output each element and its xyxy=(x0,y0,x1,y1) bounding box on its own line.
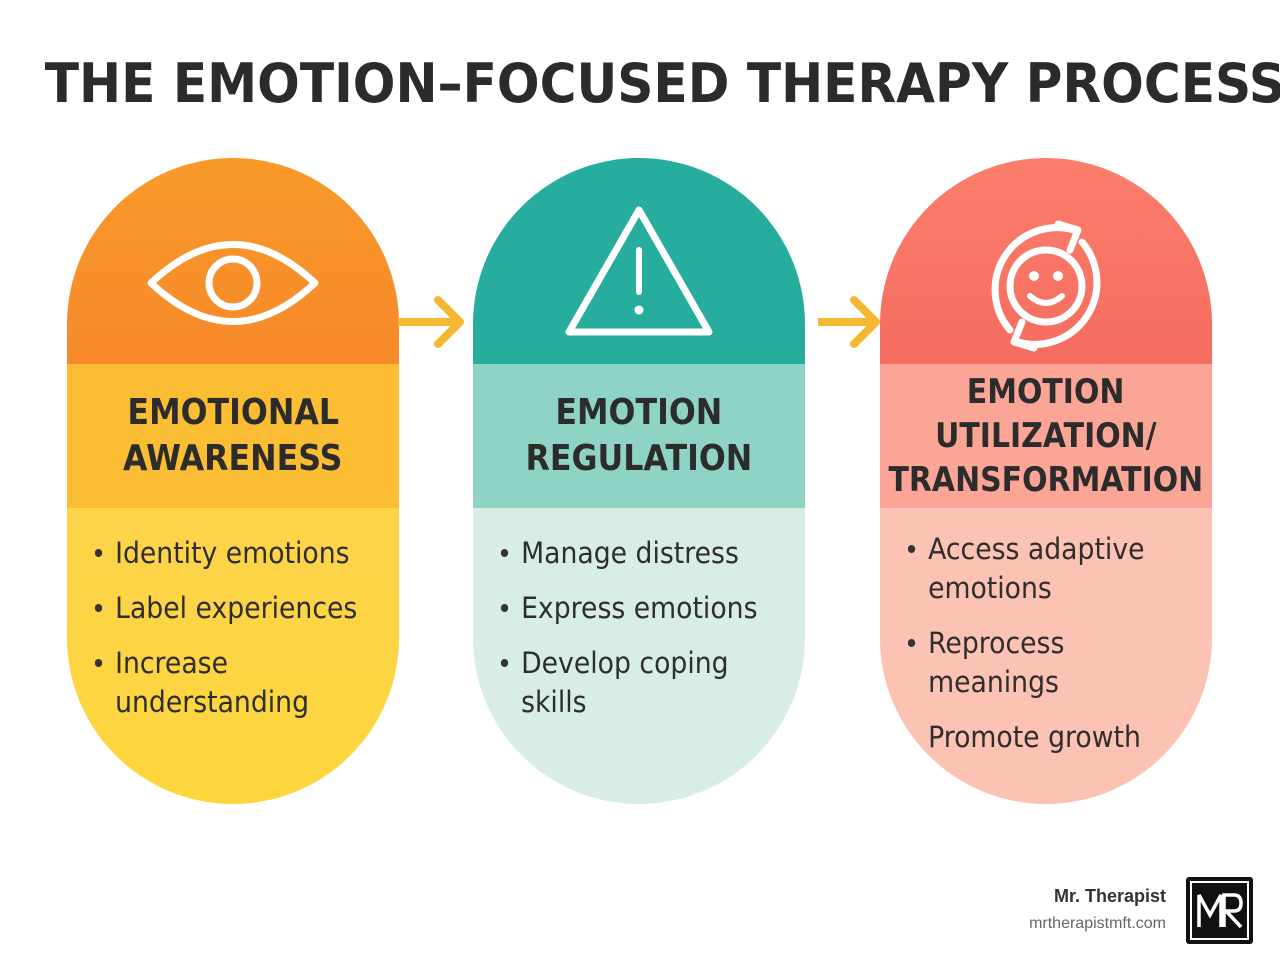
mr-logo-icon xyxy=(1186,877,1253,944)
stage-heading: EMOTION UTILIZATION/ TRANSFORMATION xyxy=(880,364,1212,508)
stage-heading-line: EMOTION xyxy=(555,392,723,433)
list-item: Label experiences xyxy=(93,589,365,628)
stage-emotion-utilization-transformation: EMOTION UTILIZATION/ TRANSFORMATION Acce… xyxy=(880,158,1212,804)
stage-heading: EMOTIONAL AWARENESS xyxy=(67,364,399,508)
stage-items: Manage distress Express emotions Develop… xyxy=(473,508,805,804)
list-item: Express emotions xyxy=(499,589,771,628)
stage-icon-band xyxy=(67,158,399,364)
stage-emotional-awareness: EMOTIONAL AWARENESS Identity emotions La… xyxy=(67,158,399,804)
list-item: Promote growth xyxy=(928,720,1141,754)
eye-icon xyxy=(147,241,319,325)
stage-items: Identity emotions Label experiences Incr… xyxy=(67,508,399,804)
stage-heading-line: UTILIZATION/ xyxy=(935,416,1157,456)
brand-name: Mr. Therapist xyxy=(1053,886,1166,906)
stage-icon-band xyxy=(473,158,805,364)
stage-emotion-regulation: EMOTION REGULATION Manage distress Expre… xyxy=(473,158,805,804)
arrow-right-icon xyxy=(398,296,464,348)
arrow-right-icon xyxy=(818,296,880,348)
stage-heading-line: AWARENESS xyxy=(123,438,343,479)
page-title: THE EMOTION–FOCUSED THERAPY PROCESS xyxy=(44,52,1280,115)
stage-heading-line: REGULATION xyxy=(525,438,753,479)
warning-triangle-icon xyxy=(565,206,713,336)
smiley-cycle-icon xyxy=(991,220,1101,352)
stage-heading-line: EMOTIONAL xyxy=(127,392,339,433)
stage-heading: EMOTION REGULATION xyxy=(473,364,805,508)
list-item: Manage distress xyxy=(499,534,771,573)
list-item: Identity emotions xyxy=(93,534,365,573)
stage-icon-band xyxy=(880,158,1212,364)
brand-url: mrtherapistmft.com xyxy=(1029,915,1166,932)
stage-heading-line: EMOTION xyxy=(967,372,1125,412)
stage-heading-line: TRANSFORMATION xyxy=(888,460,1204,500)
